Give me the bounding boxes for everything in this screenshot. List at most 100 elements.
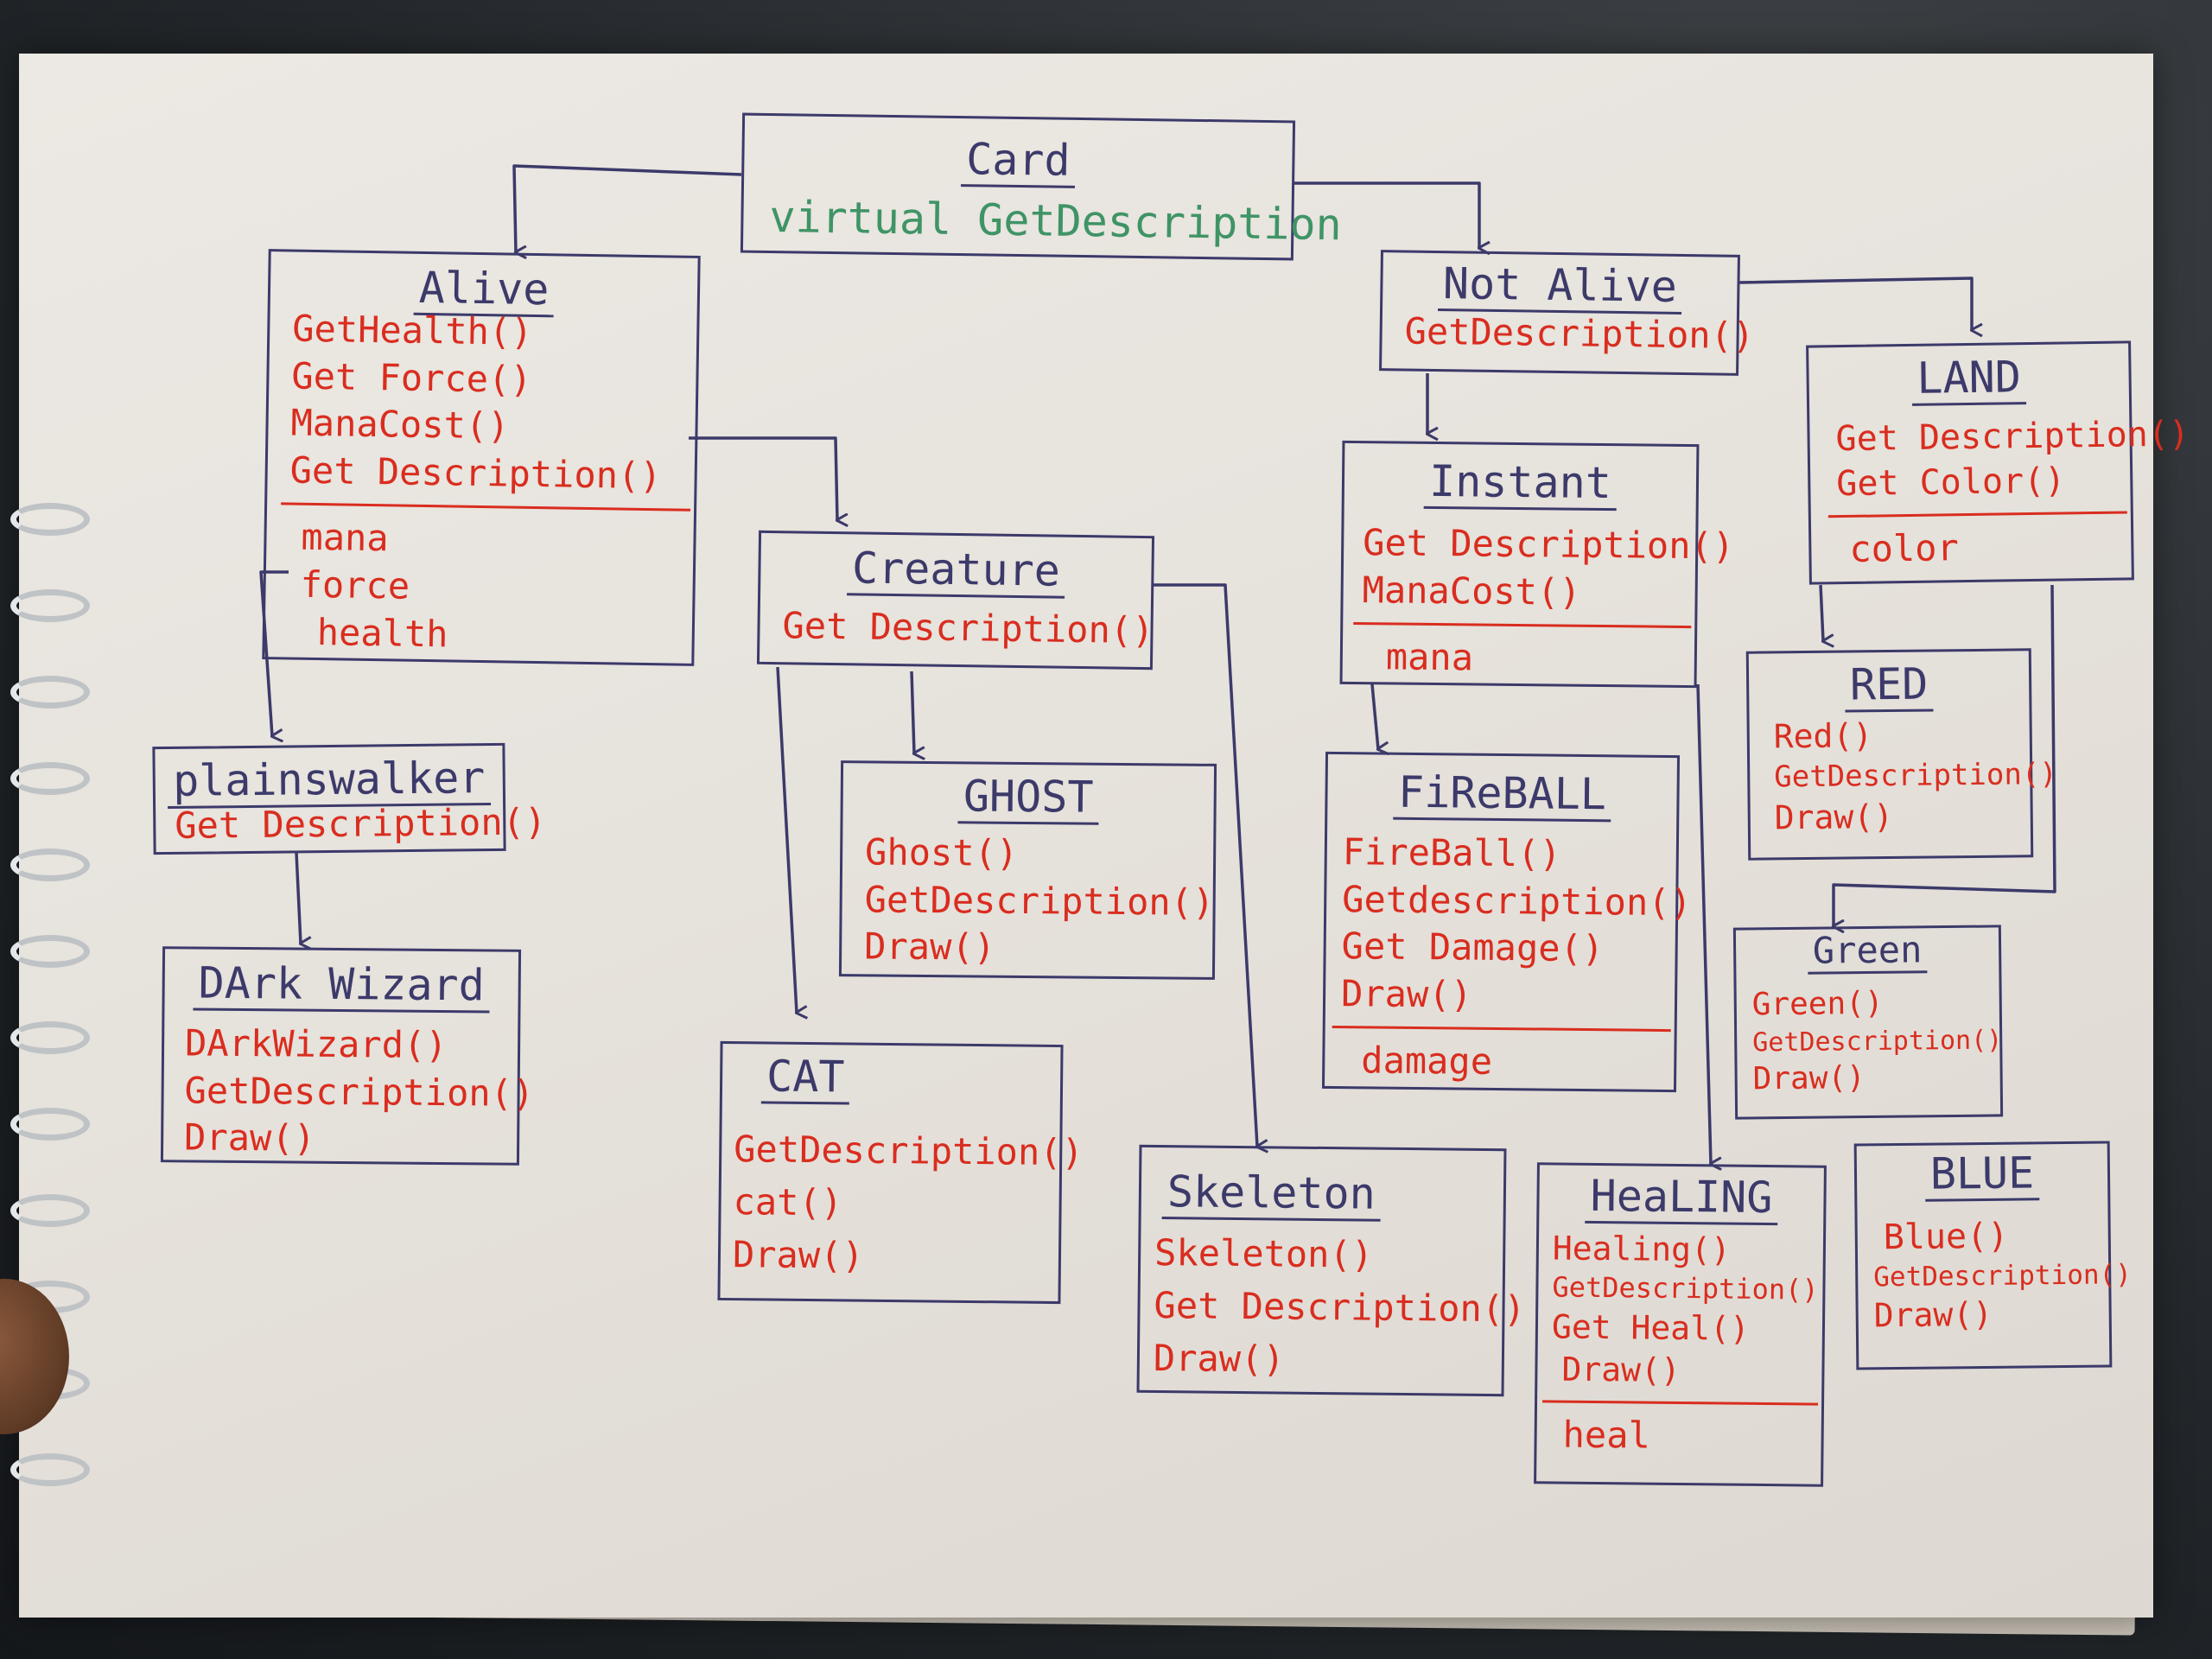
method: Get Description()	[175, 800, 547, 847]
node-skeleton: Skeleton Skeleton() Get Description() Dr…	[1136, 1144, 1526, 1397]
node-title: GHOST	[842, 770, 1213, 825]
field-separator	[1353, 622, 1692, 629]
spiral-ring	[10, 1194, 90, 1227]
method: Get Description()	[1154, 1283, 1526, 1331]
method: ManaCost()	[1362, 568, 1581, 613]
field-separator	[1332, 1026, 1671, 1033]
node-alive: Alive GetHealth() Get Force() ManaCost()…	[262, 249, 701, 666]
method-list: Healing() GetDescription() Get Heal() Dr…	[1542, 1227, 1819, 1461]
field: mana	[301, 516, 390, 560]
method: DArkWizard()	[184, 1021, 448, 1067]
method: FireBall()	[1342, 830, 1561, 875]
spiral-ring	[10, 1453, 90, 1486]
method: GetHealth()	[291, 307, 533, 353]
node-title: Instant	[1344, 455, 1697, 512]
field-separator	[1827, 511, 2127, 518]
method: Healing()	[1552, 1229, 1732, 1269]
node-title: FiReBALL	[1327, 766, 1677, 823]
node-title: Not Alive	[1382, 257, 1738, 315]
spiral-ring	[10, 503, 90, 536]
method-list: Get Description() Get Color() color	[1827, 413, 2190, 574]
method-list: Green() GetDescription() Draw()	[1752, 982, 2003, 1099]
method: GetDescription()	[1404, 309, 1755, 358]
field: heal	[1562, 1413, 1651, 1457]
method: GetDescription()	[1873, 1259, 2133, 1294]
node-card: Card virtual GetDescription	[740, 112, 1342, 261]
node-plainswalker: plainswalker Get Description()	[152, 742, 547, 855]
method-list: FireBall() Getdescription() Get Damage()…	[1332, 829, 1693, 1088]
field-separator	[1542, 1400, 1819, 1406]
method: Draw()	[1153, 1336, 1285, 1381]
node-title: plainswalker	[155, 753, 503, 809]
method: GetDescription()	[1752, 1025, 2003, 1058]
field: damage	[1361, 1039, 1493, 1084]
method: Get Force()	[291, 354, 532, 401]
method: Draw()	[1774, 797, 1894, 836]
node-title: Skeleton	[1161, 1166, 1504, 1222]
node-subtitle: virtual GetDescription	[769, 191, 1343, 251]
method: Draw()	[1561, 1350, 1681, 1390]
method: Ghost()	[864, 830, 1019, 874]
node-title: Creature	[760, 542, 1152, 599]
method-list: Get Description() ManaCost() mana	[1353, 519, 1735, 684]
method: Draw()	[1873, 1295, 1993, 1335]
method: Skeleton()	[1154, 1230, 1374, 1276]
spiral-ring	[10, 935, 90, 968]
method: GetDescription()	[1552, 1270, 1819, 1307]
field: health	[316, 610, 448, 655]
field-separator	[281, 502, 691, 512]
node-title: Card	[744, 131, 1293, 189]
method: Get Damage()	[1341, 925, 1605, 970]
method: Draw()	[864, 925, 996, 969]
method: GetDescription()	[864, 877, 1215, 924]
field: color	[1849, 526, 1960, 570]
method-list: Ghost() GetDescription() Draw()	[864, 829, 1215, 973]
node-title: HeaLING	[1539, 1170, 1824, 1226]
method-list: Get Description()	[782, 602, 1154, 654]
node-red: RED Red() GetDescription() Draw()	[1745, 648, 2057, 861]
node-not-alive: Not Alive GetDescription()	[1379, 250, 1755, 376]
node-cat: CAT GetDescription() cat() Draw()	[717, 1040, 1084, 1305]
spiral-ring	[10, 849, 90, 881]
method: GetDescription()	[734, 1128, 1084, 1174]
method: Get Description()	[1835, 414, 2190, 460]
method: ManaCost()	[290, 401, 510, 448]
method-list: DArkWizard() GetDescription() Draw()	[183, 1020, 535, 1164]
node-title: CAT	[760, 1051, 1061, 1105]
method: Get Description()	[289, 448, 662, 498]
node-creature: Creature Get Description()	[756, 530, 1155, 671]
spiral-ring	[10, 1021, 90, 1054]
spiral-ring	[10, 589, 90, 622]
method-list: Skeleton() Get Description() Draw()	[1153, 1227, 1526, 1389]
node-instant: Instant Get Description() ManaCost() man…	[1339, 440, 1735, 689]
method: Draw()	[1340, 971, 1473, 1016]
method: Red()	[1773, 716, 1873, 756]
method: Blue()	[1883, 1216, 2009, 1258]
method-list: GetDescription()	[1404, 308, 1755, 360]
method-list: Red() GetDescription() Draw()	[1773, 713, 2057, 839]
method: GetDescription()	[184, 1069, 535, 1115]
method-list: Blue() GetDescription() Draw()	[1873, 1213, 2133, 1338]
node-land: LAND Get Description() Get Color() color	[1806, 340, 2190, 585]
method: Draw()	[183, 1116, 316, 1160]
node-title: LAND	[1808, 350, 2129, 406]
method: GetDescription()	[1774, 757, 2057, 795]
node-title: RED	[1749, 658, 2030, 713]
field: force	[300, 563, 410, 607]
node-healing: HeaLING Healing() GetDescription() Get H…	[1534, 1162, 1827, 1487]
method: cat()	[733, 1179, 843, 1224]
field: mana	[1385, 635, 1474, 679]
method: Get Description()	[1362, 521, 1735, 568]
method-list: Get Description()	[175, 799, 547, 849]
method: Draw()	[732, 1232, 864, 1277]
node-green: Green Green() GetDescription() Draw()	[1732, 925, 2004, 1120]
method-list: GetHealth() Get Force() ManaCost() Get D…	[281, 306, 691, 662]
method-list: GetDescription() cat() Draw()	[732, 1123, 1084, 1285]
method: Get Description()	[782, 604, 1154, 652]
spiral-ring	[10, 762, 90, 795]
node-title: Green	[1736, 927, 1999, 975]
method: Getdescription()	[1342, 877, 1693, 924]
spiral-ring	[10, 1108, 90, 1141]
method: Get Heal()	[1551, 1307, 1750, 1348]
method: Get Color()	[1836, 461, 2066, 505]
